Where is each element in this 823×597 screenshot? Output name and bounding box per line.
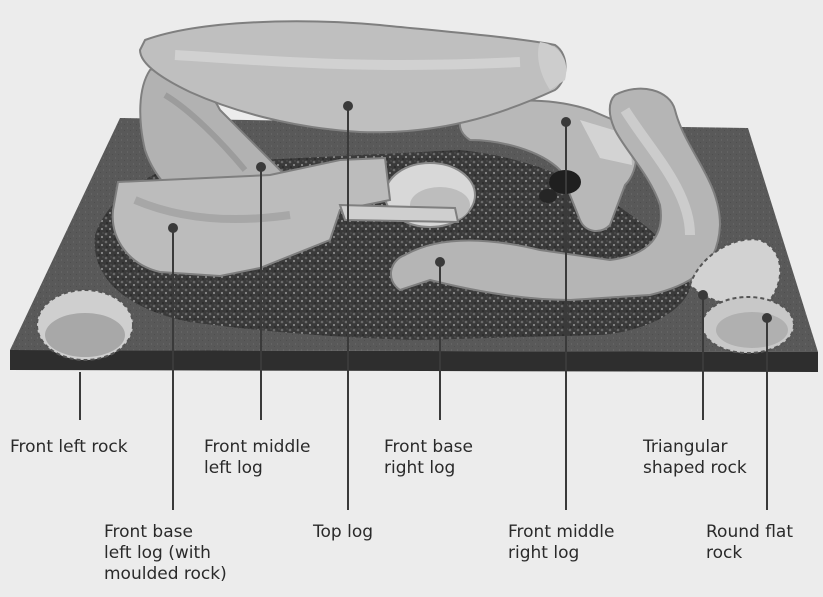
label-front-base-right-log: Front base right log bbox=[384, 437, 473, 479]
label-top-log: Top log bbox=[313, 522, 373, 543]
dot-front-middle-left-log bbox=[257, 163, 265, 171]
dot-triangular-shaped-rock bbox=[699, 291, 707, 299]
label-front-middle-left-log: Front middle left log bbox=[204, 437, 310, 479]
dot-round-flat-rock bbox=[763, 314, 771, 322]
label-round-flat-rock: Round flat rock bbox=[706, 522, 793, 564]
label-front-middle-right-log: Front middle right log bbox=[508, 522, 614, 564]
label-front-left-rock: Front left rock bbox=[10, 437, 128, 458]
label-triangular-shaped-rock: Triangular shaped rock bbox=[643, 437, 747, 479]
front-left-rock bbox=[37, 290, 133, 360]
label-front-base-left-log: Front base left log (with moulded rock) bbox=[104, 522, 227, 585]
round-flat-rock bbox=[702, 297, 794, 353]
dot-top-log bbox=[344, 102, 352, 110]
dot-front-base-right-log bbox=[436, 258, 444, 266]
dot-front-middle-right-log bbox=[562, 118, 570, 126]
base-front-edge bbox=[10, 350, 818, 372]
dot-front-base-left-log bbox=[169, 224, 177, 232]
